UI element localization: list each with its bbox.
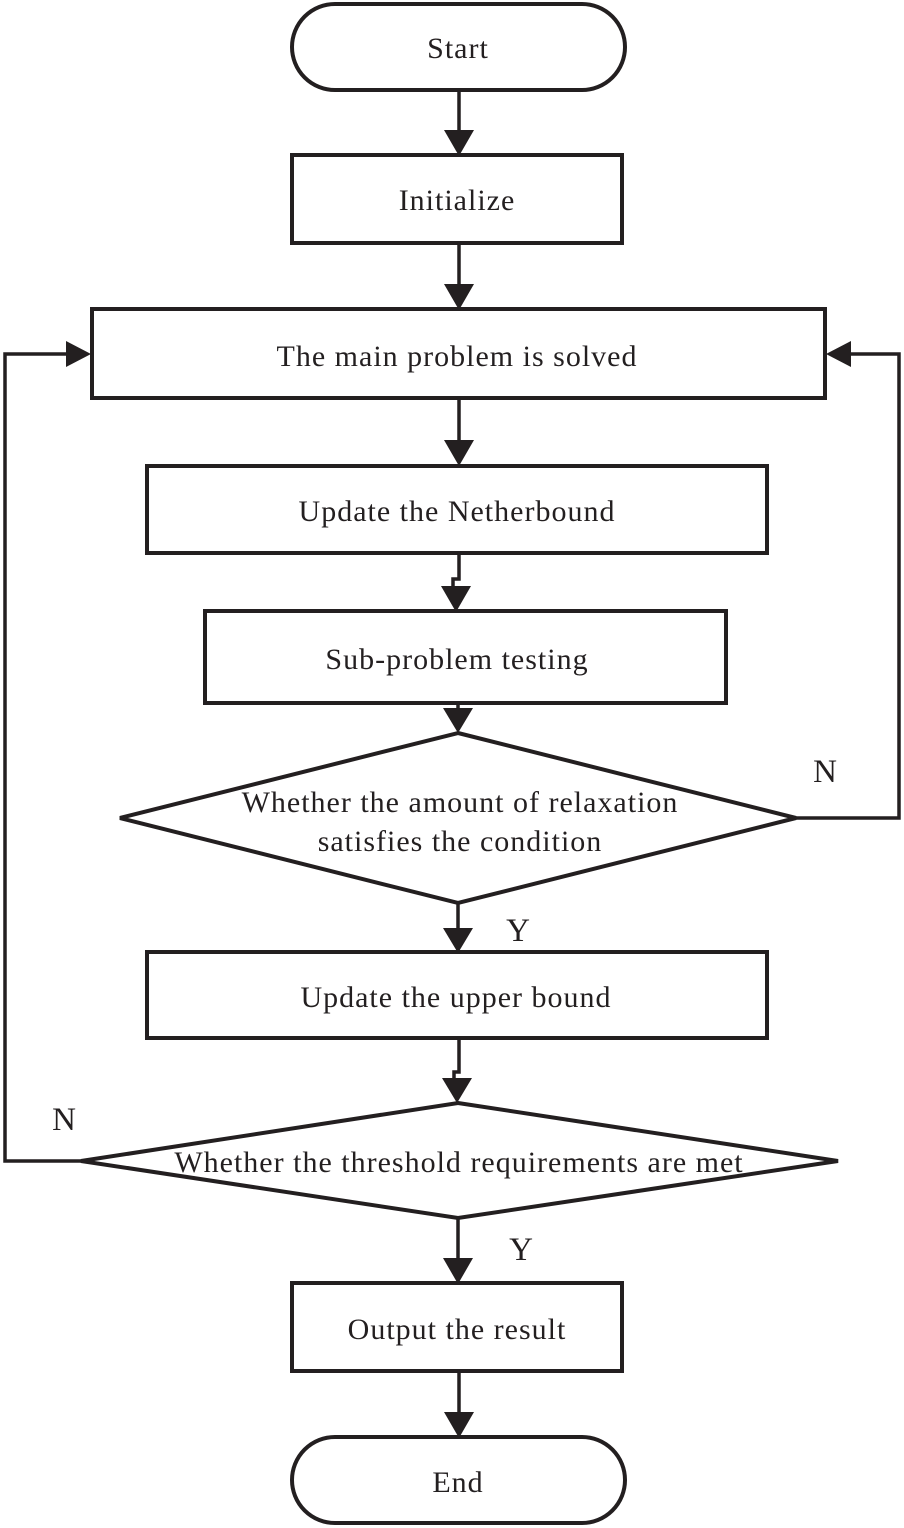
output-result-node [290,1281,624,1373]
initialize-label: Initialize [399,184,516,217]
arrowhead-main-netherbound [444,440,474,466]
relaxation-check-label-line1: Whether the amount of relaxation [242,786,679,819]
edge-relaxation-no-loop [796,352,901,820]
main-problem-label: The main problem is solved [277,340,638,373]
arrowhead-upperbound-threshold [442,1078,472,1103]
update-upper-bound-node [145,950,769,1040]
arrowhead-start-initialize [444,130,474,156]
end-label: End [432,1466,483,1499]
arrowhead-subproblem-relaxation [443,708,473,733]
edge-upperbound-threshold [452,1038,461,1078]
end-node [290,1435,627,1525]
threshold-yes-label: Y [509,1232,533,1268]
arrowhead-threshold-output [443,1258,473,1284]
relaxation-no-label: N [813,754,837,790]
update-netherbound-node [145,464,769,555]
arrowhead-relaxation-no-loop [826,341,851,367]
arrowhead-initialize-main [444,284,474,310]
output-result-label: Output the result [348,1313,567,1346]
edge-netherbound-subproblem [451,553,461,586]
start-label: Start [427,32,489,65]
update-upper-bound-label: Update the upper bound [300,981,611,1014]
arrowhead-threshold-no-loop [66,341,91,367]
update-netherbound-label: Update the Netherbound [299,495,616,528]
threshold-no-label: N [52,1102,76,1138]
subproblem-testing-label: Sub-problem testing [325,643,588,676]
threshold-check-label: Whether the threshold requirements are m… [174,1146,743,1179]
edge-threshold-no-loop [3,352,81,1163]
subproblem-testing-node [203,609,728,705]
arrowhead-netherbound-subproblem [441,586,471,612]
relaxation-yes-label: Y [506,913,530,949]
arrowhead-relaxation-upperbound [443,928,473,953]
initialize-node [290,153,624,245]
relaxation-check-label-line2: satisfies the condition [318,825,603,858]
arrowhead-output-end [444,1412,474,1438]
